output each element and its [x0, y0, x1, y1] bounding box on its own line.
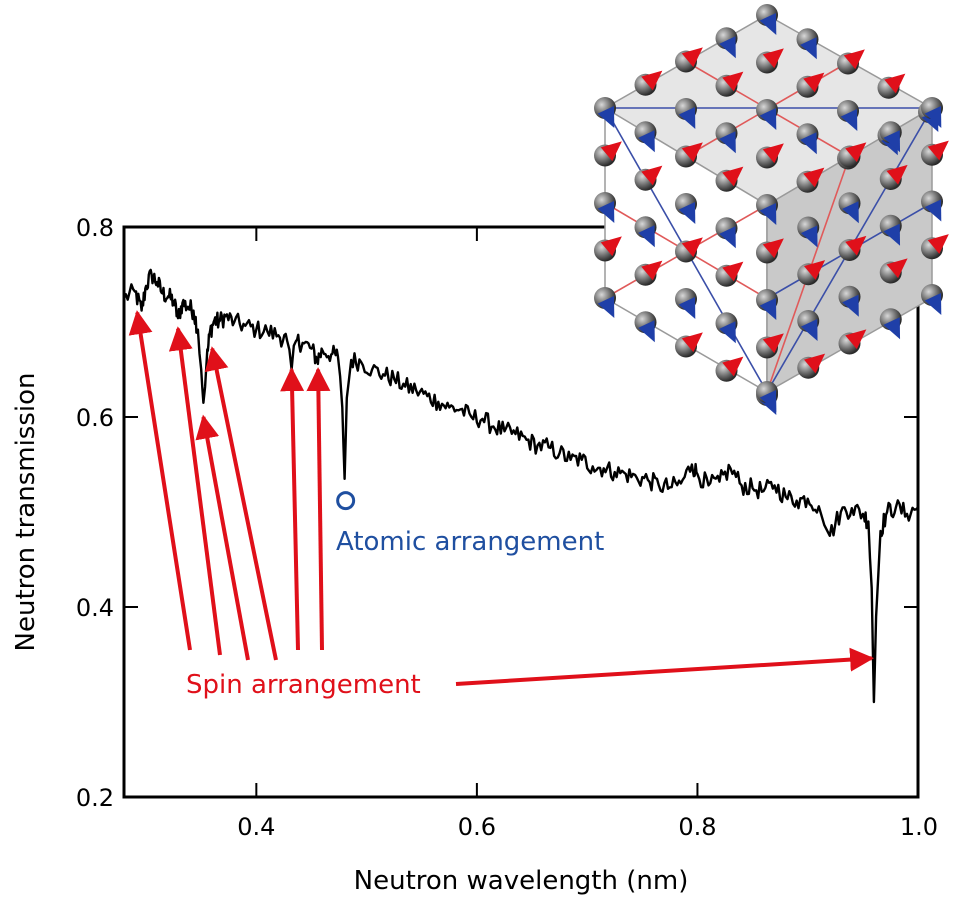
y-axis: 0.2 0.4 0.6 0.8: [76, 214, 918, 812]
spin-atom: [756, 289, 778, 320]
spin-atom: [796, 28, 819, 60]
x-tick-label: 0.4: [237, 813, 275, 841]
spin-arrow: [204, 346, 278, 661]
spin-atom: [675, 193, 697, 224]
spin-atom: [715, 312, 738, 344]
x-tick-label: 0.6: [458, 813, 496, 841]
spin-arrow: [280, 367, 305, 651]
spin-atom: [921, 140, 949, 166]
spin-atom: [877, 73, 906, 99]
spin-atom: [797, 216, 820, 248]
spin-atom: [838, 142, 867, 168]
spin-atom: [756, 194, 778, 225]
spin-atom: [921, 190, 943, 222]
spin-atom: [634, 121, 657, 153]
spin-atom: [594, 236, 622, 262]
spin-atom: [634, 70, 663, 96]
spin-atom: [837, 100, 859, 131]
spin-atom: [921, 234, 949, 260]
spin-atom: [634, 216, 657, 248]
spin-atom: [797, 353, 826, 379]
spin-atom: [797, 310, 820, 341]
spin-atom: [675, 332, 703, 358]
spin-arrow: [455, 647, 875, 686]
spin-atom: [634, 311, 657, 343]
y-tick-label: 0.6: [76, 404, 114, 432]
spin-atom: [838, 329, 867, 355]
y-tick-label: 0.8: [76, 214, 114, 242]
plot-frame: [122, 225, 920, 799]
spin-atom: [715, 356, 744, 382]
y-tick-label: 0.2: [76, 784, 114, 812]
spin-atom: [756, 333, 784, 359]
spin-atom: [756, 99, 778, 130]
spin-atom: [796, 167, 825, 193]
spin-atom: [715, 122, 738, 154]
spin-atom: [921, 284, 943, 315]
spin-atom: [756, 48, 784, 74]
spin-atom: [921, 97, 943, 128]
spin-atom: [715, 166, 744, 192]
spin-atom: [796, 72, 825, 98]
x-tick-label: 1.0: [900, 813, 938, 841]
spin-atom: [715, 27, 738, 59]
spin-atom: [797, 260, 826, 286]
spin-atom: [756, 238, 784, 264]
spin-atom: [879, 308, 902, 340]
spin-atom: [594, 141, 622, 167]
spin-atom: [594, 287, 616, 318]
spin-atom: [634, 260, 663, 286]
spin-atom: [675, 47, 703, 73]
spin-atom: [594, 97, 616, 128]
spin-atom: [837, 49, 865, 75]
spin-atom: [756, 143, 784, 169]
spin-atom: [879, 214, 902, 246]
spin-atom: [634, 165, 663, 191]
spin-atom: [675, 237, 703, 263]
spin-atom: [838, 192, 861, 224]
spin-atom: [715, 261, 744, 287]
x-tick-label: 0.8: [678, 813, 716, 841]
spin-atom: [796, 123, 819, 155]
atomic-arrangement-label: Atomic arrangement: [336, 527, 604, 557]
x-axis-label: Neutron wavelength (nm): [354, 866, 689, 896]
spin-atom: [675, 288, 697, 319]
spin-atom: [675, 142, 703, 168]
annotation-layer: [128, 310, 875, 686]
spin-atom: [594, 192, 616, 223]
plot-border: [122, 225, 920, 799]
spin-atom: [675, 98, 697, 129]
spin-arrow: [195, 414, 250, 661]
spin-arrow: [168, 326, 222, 656]
spin-atom: [838, 235, 867, 261]
spin-atom: [838, 285, 861, 317]
y-axis-label: Neutron transmission: [11, 373, 41, 652]
spin-atom: [715, 217, 738, 249]
y-tick-label: 0.4: [76, 594, 114, 622]
crystal-cube-illustration: [594, 4, 949, 415]
spin-atom: [756, 4, 778, 35]
spin-atom: [879, 121, 902, 153]
spin-arrow: [128, 310, 192, 651]
spin-arrow: [306, 367, 331, 651]
spin-arrangement-label: Spin arrangement: [186, 670, 421, 700]
spin-atom: [879, 258, 908, 284]
spin-atom: [715, 71, 744, 97]
spin-atom: [756, 381, 778, 412]
atomic-marker: [336, 491, 356, 511]
spin-atom: [879, 164, 908, 190]
